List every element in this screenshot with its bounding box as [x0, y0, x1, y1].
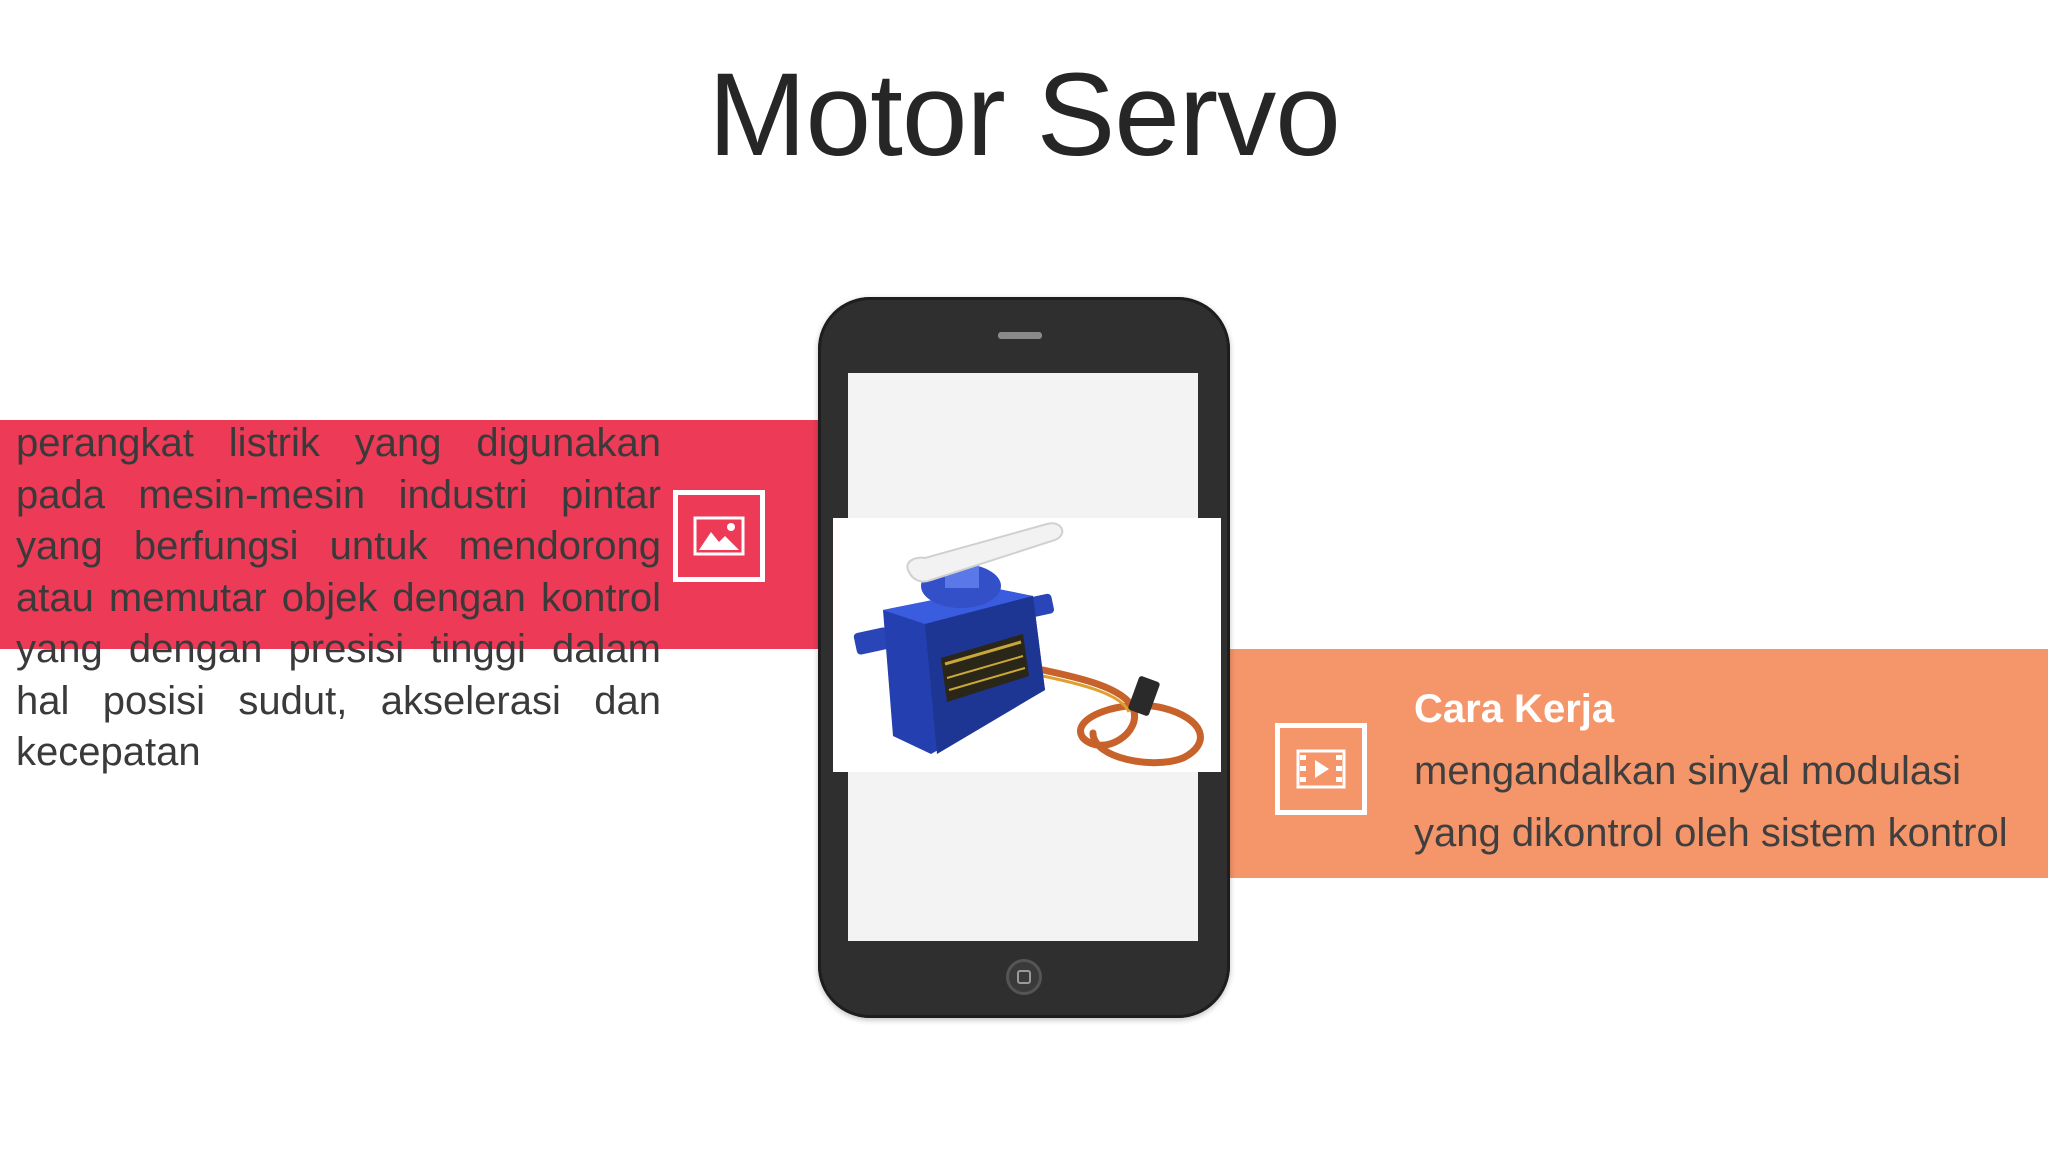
- cara-kerja-line: yang dikontrol oleh sistem kontrol: [1414, 811, 2008, 855]
- slide-title: Motor Servo: [708, 49, 1341, 181]
- phone-home-button: [1006, 959, 1042, 995]
- servo-motor-image: [833, 518, 1221, 772]
- cara-kerja-line: mengandalkan sinyal modulasi: [1414, 749, 1961, 793]
- cara-kerja-heading: Cara Kerja: [1414, 687, 1615, 731]
- image-icon: [673, 490, 765, 582]
- left-accent-band: [0, 420, 820, 649]
- video-icon: [1275, 723, 1367, 815]
- servo-description: perangkat listrik yang digunakan pada me…: [16, 421, 661, 774]
- phone-speaker: [998, 332, 1042, 339]
- cara-kerja-text: mengandalkan sinyal modulasi yang dikont…: [1414, 740, 2048, 864]
